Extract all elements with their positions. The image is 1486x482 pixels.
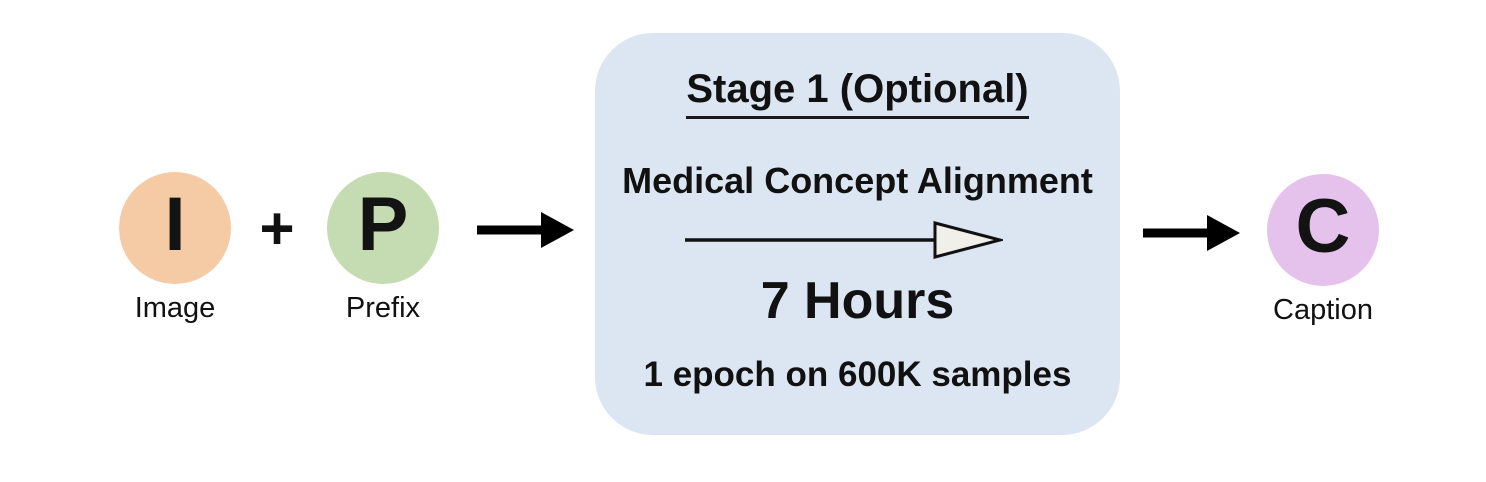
image-node: I (119, 172, 231, 284)
caption-node-letter: C (1295, 184, 1351, 269)
stage-title: Stage 1 (Optional) (686, 67, 1029, 119)
image-node-letter: I (164, 182, 186, 267)
stage-box: Stage 1 (Optional) Medical Concept Align… (595, 33, 1120, 435)
prefix-node: P (327, 172, 439, 284)
prefix-node-letter: P (357, 182, 409, 267)
right-arrow-icon (1143, 215, 1240, 251)
prefix-node-label: Prefix (345, 292, 421, 324)
progress-arrow-icon (685, 221, 1003, 259)
caption-node-label: Caption (1273, 294, 1373, 326)
right-arrow-icon (477, 212, 574, 248)
plus-operator: + (259, 194, 295, 262)
image-node-label: Image (134, 292, 216, 324)
stage-duration: 7 Hours (760, 272, 955, 330)
caption-node: C (1267, 174, 1379, 286)
stage-detail: 1 epoch on 600K samples (643, 355, 1072, 394)
stage-subtitle: Medical Concept Alignment (622, 160, 1093, 201)
stage-title-row: Stage 1 (Optional) (595, 67, 1120, 119)
